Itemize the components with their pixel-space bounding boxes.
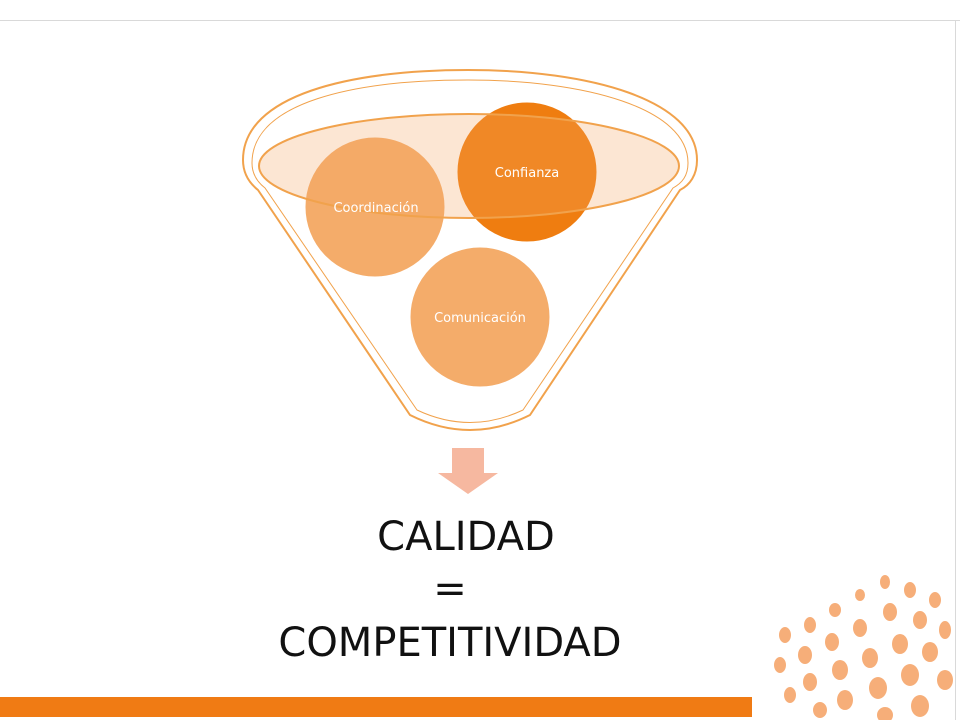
result-line-calidad: CALIDAD (377, 514, 555, 560)
comunicacion-label: Comunicación (434, 311, 526, 326)
funnel-rim (258, 113, 680, 219)
bottom-accent-bar (0, 697, 752, 717)
decorative-dots-logo (774, 575, 953, 720)
comunicacion-circle (407, 244, 553, 390)
down-arrow-icon (438, 448, 498, 494)
result-line-equals: = (433, 566, 467, 612)
right-rule (955, 20, 956, 720)
funnel-inner-outline (251, 79, 689, 423)
coordinacion-label: Coordinación (333, 201, 418, 216)
top-rule (0, 20, 960, 21)
confianza-label: Confianza (495, 166, 559, 181)
confianza-circle (454, 99, 600, 245)
funnel-outline (241, 68, 699, 431)
funnel-diagram: Confianza Coordinación Comunicación (241, 68, 699, 494)
result-line-competitividad: COMPETITIVIDAD (278, 620, 622, 666)
coordinacion-circle (302, 134, 448, 280)
